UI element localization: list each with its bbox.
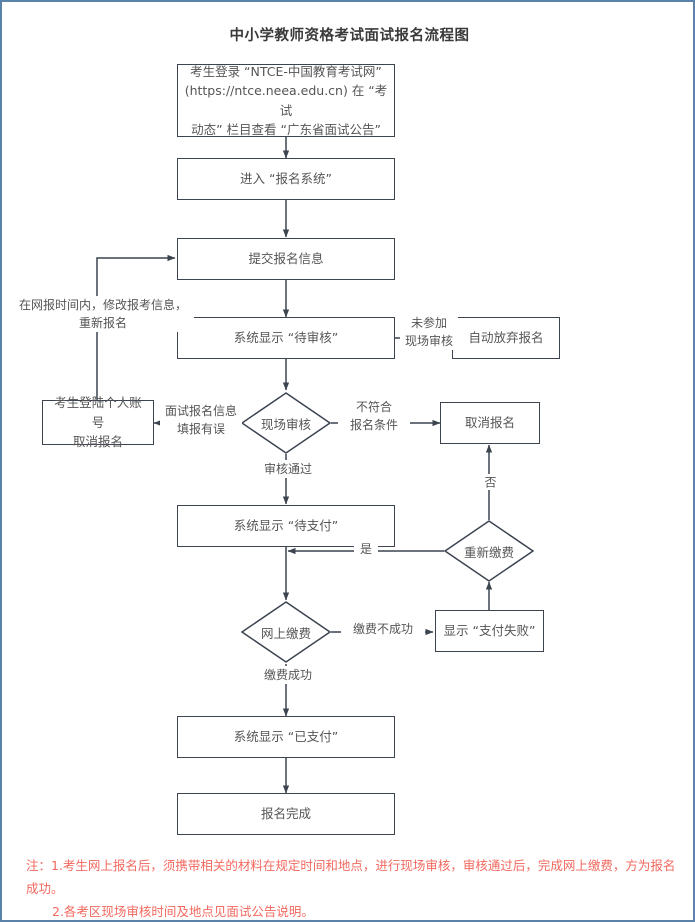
node-payment-failed-label: 显示 “支付失败” <box>443 623 536 639</box>
edge-label-modify-resubmit-line2: 重新报名 <box>78 316 127 330</box>
footer-notes: 注：1.考生网上报名后，须携带相关的材料在规定时间和地点，进行现场审核，审核通过… <box>26 854 676 920</box>
edge-label-not-qualified-line2: 报名条件 <box>349 418 398 432</box>
edge-label-yes: 是 <box>354 540 378 558</box>
footer-note-line2: 2.各考区现场审核时间及地点见面试公告说明。 <box>52 904 314 920</box>
node-paid: 系统显示 “已支付” <box>177 716 395 758</box>
node-auto-abandon-label: 自动放弃报名 <box>468 330 544 346</box>
edge-label-review-passed: 审核通过 <box>250 460 326 478</box>
node-login-line1: 考生登录 “NTCE-中国教育考试网” <box>190 63 382 79</box>
node-onsite-review-label: 现场审核 <box>260 416 311 432</box>
edge-label-pay-failed: 缴费不成功 <box>341 620 425 638</box>
node-cancel-by-user-line2: 取消报名 <box>72 434 123 450</box>
edge-label-wrong-info: 面试报名信息 填报有误 <box>160 402 242 438</box>
edge-label-pay-success: 缴费成功 <box>250 666 326 684</box>
node-submit-info: 提交报名信息 <box>177 238 395 280</box>
node-paid-label: 系统显示 “已支付” <box>233 729 339 745</box>
node-enter-system-label: 进入 “报名系统” <box>240 171 332 187</box>
node-cancel-registration-label: 取消报名 <box>464 415 515 431</box>
node-cancel-by-user: 考生登陆个人账号 取消报名 <box>42 395 154 449</box>
edge-label-no-attend-line2: 现场审核 <box>404 334 453 348</box>
node-pending-review: 系统显示 “待审核” <box>177 317 395 359</box>
edge-label-modify-resubmit-line1: 在网报时间内，修改报考信息， <box>18 298 187 312</box>
edge-label-not-qualified-line1: 不符合 <box>355 400 392 414</box>
node-login-line2: (https://ntce.neea.edu.cn) 在 “考试 <box>184 83 388 118</box>
node-submit-info-label: 提交报名信息 <box>248 251 324 267</box>
node-auto-abandon: 自动放弃报名 <box>452 317 560 359</box>
footer-note-line1: 注：1.考生网上报名后，须携带相关的材料在规定时间和地点，进行现场审核，审核通过… <box>26 858 676 897</box>
node-pending-payment-label: 系统显示 “待支付” <box>233 518 339 534</box>
edge-label-no-attend-line1: 未参加 <box>410 316 447 330</box>
node-done-label: 报名完成 <box>260 806 311 822</box>
edge-label-not-qualified: 不符合 报名条件 <box>338 398 410 434</box>
edge-label-wrong-info-line1: 面试报名信息 <box>164 404 237 418</box>
node-pending-review-label: 系统显示 “待审核” <box>233 330 339 346</box>
node-onsite-review: 现场审核 <box>240 392 332 454</box>
node-cancel-by-user-line1: 考生登陆个人账号 <box>54 395 142 430</box>
node-login: 考生登录 “NTCE-中国教育考试网” (https://ntce.neea.e… <box>177 64 395 137</box>
node-repay-label: 重新缴费 <box>463 544 514 560</box>
node-payment-failed: 显示 “支付失败” <box>435 610 544 652</box>
node-online-payment-label: 网上缴费 <box>260 625 311 641</box>
node-online-payment: 网上缴费 <box>240 601 332 663</box>
edge-label-no: 否 <box>481 474 499 490</box>
edge-label-no-attend: 未参加 现场审核 <box>400 314 458 350</box>
page-title: 中小学教师资格考试面试报名流程图 <box>229 28 470 44</box>
node-repay: 重新缴费 <box>443 520 535 582</box>
node-cancel-registration: 取消报名 <box>440 402 540 444</box>
node-done: 报名完成 <box>177 793 395 835</box>
edge-label-modify-resubmit: 在网报时间内，修改报考信息， 重新报名 <box>12 296 194 332</box>
node-enter-system: 进入 “报名系统” <box>177 158 395 200</box>
edge-label-wrong-info-line2: 填报有误 <box>176 422 225 436</box>
node-login-line3: 动态” 栏目查看 “广东省面试公告” <box>191 121 381 137</box>
